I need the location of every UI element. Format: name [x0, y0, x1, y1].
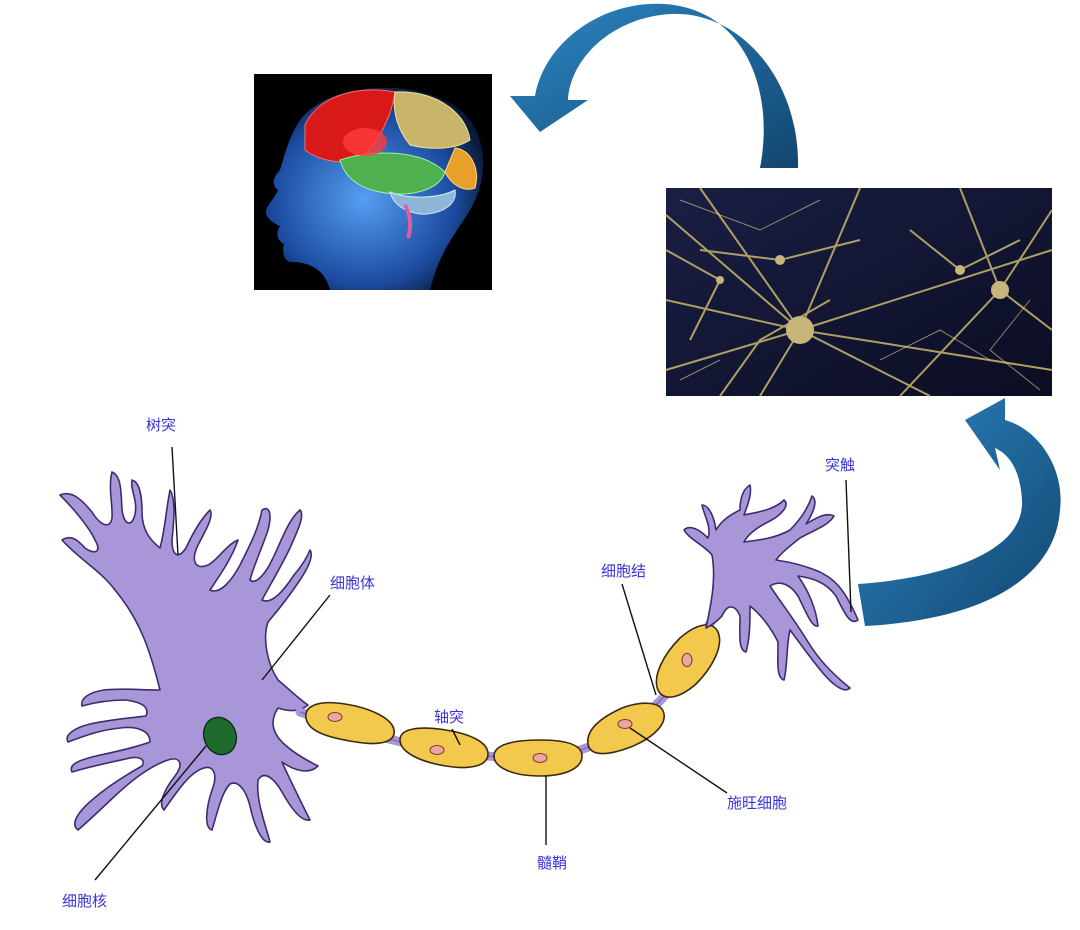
leader-lines	[94, 446, 852, 881]
schwann-nuclei	[327, 653, 693, 763]
axon-terminals	[683, 484, 859, 691]
neural-network-image	[665, 187, 1053, 397]
neuron-cell	[59, 471, 319, 843]
label-synapse: 突触	[825, 456, 855, 474]
arrow-network-to-brain	[510, 3, 799, 169]
neuron-nucleus	[202, 716, 238, 756]
brain-parietal-lobe	[393, 91, 471, 149]
neuron-soma-and-dendrites	[59, 471, 319, 843]
label-soma: 细胞体	[330, 574, 375, 592]
leader-node	[621, 583, 657, 696]
leader-soma	[261, 594, 331, 681]
label-axon: 轴突	[434, 708, 464, 726]
arrow-neuron-to-network	[858, 398, 1061, 626]
label-dendrite: 树突	[146, 416, 176, 434]
myelin-segment	[399, 727, 489, 769]
label-schwann: 施旺细胞	[727, 794, 787, 812]
leader-nucleus	[94, 745, 207, 881]
label-node: 细胞结	[601, 562, 646, 580]
myelin-segment	[305, 701, 395, 745]
leader-dendrite	[171, 446, 179, 556]
diagram-labels: 树突 细胞体 细胞核 轴突 髓鞘 细胞结 施旺细胞 突触	[62, 416, 855, 910]
leader-synapse	[845, 479, 852, 613]
brain-occipital-lobe	[444, 147, 477, 190]
label-myelin: 髓鞘	[537, 854, 567, 872]
brain-image	[254, 74, 492, 290]
leader-axon	[451, 728, 461, 746]
brain-stem	[403, 204, 413, 239]
leader-schwann	[629, 727, 728, 794]
brain-temporal-lobe	[339, 152, 446, 195]
label-nucleus: 细胞核	[62, 892, 107, 910]
